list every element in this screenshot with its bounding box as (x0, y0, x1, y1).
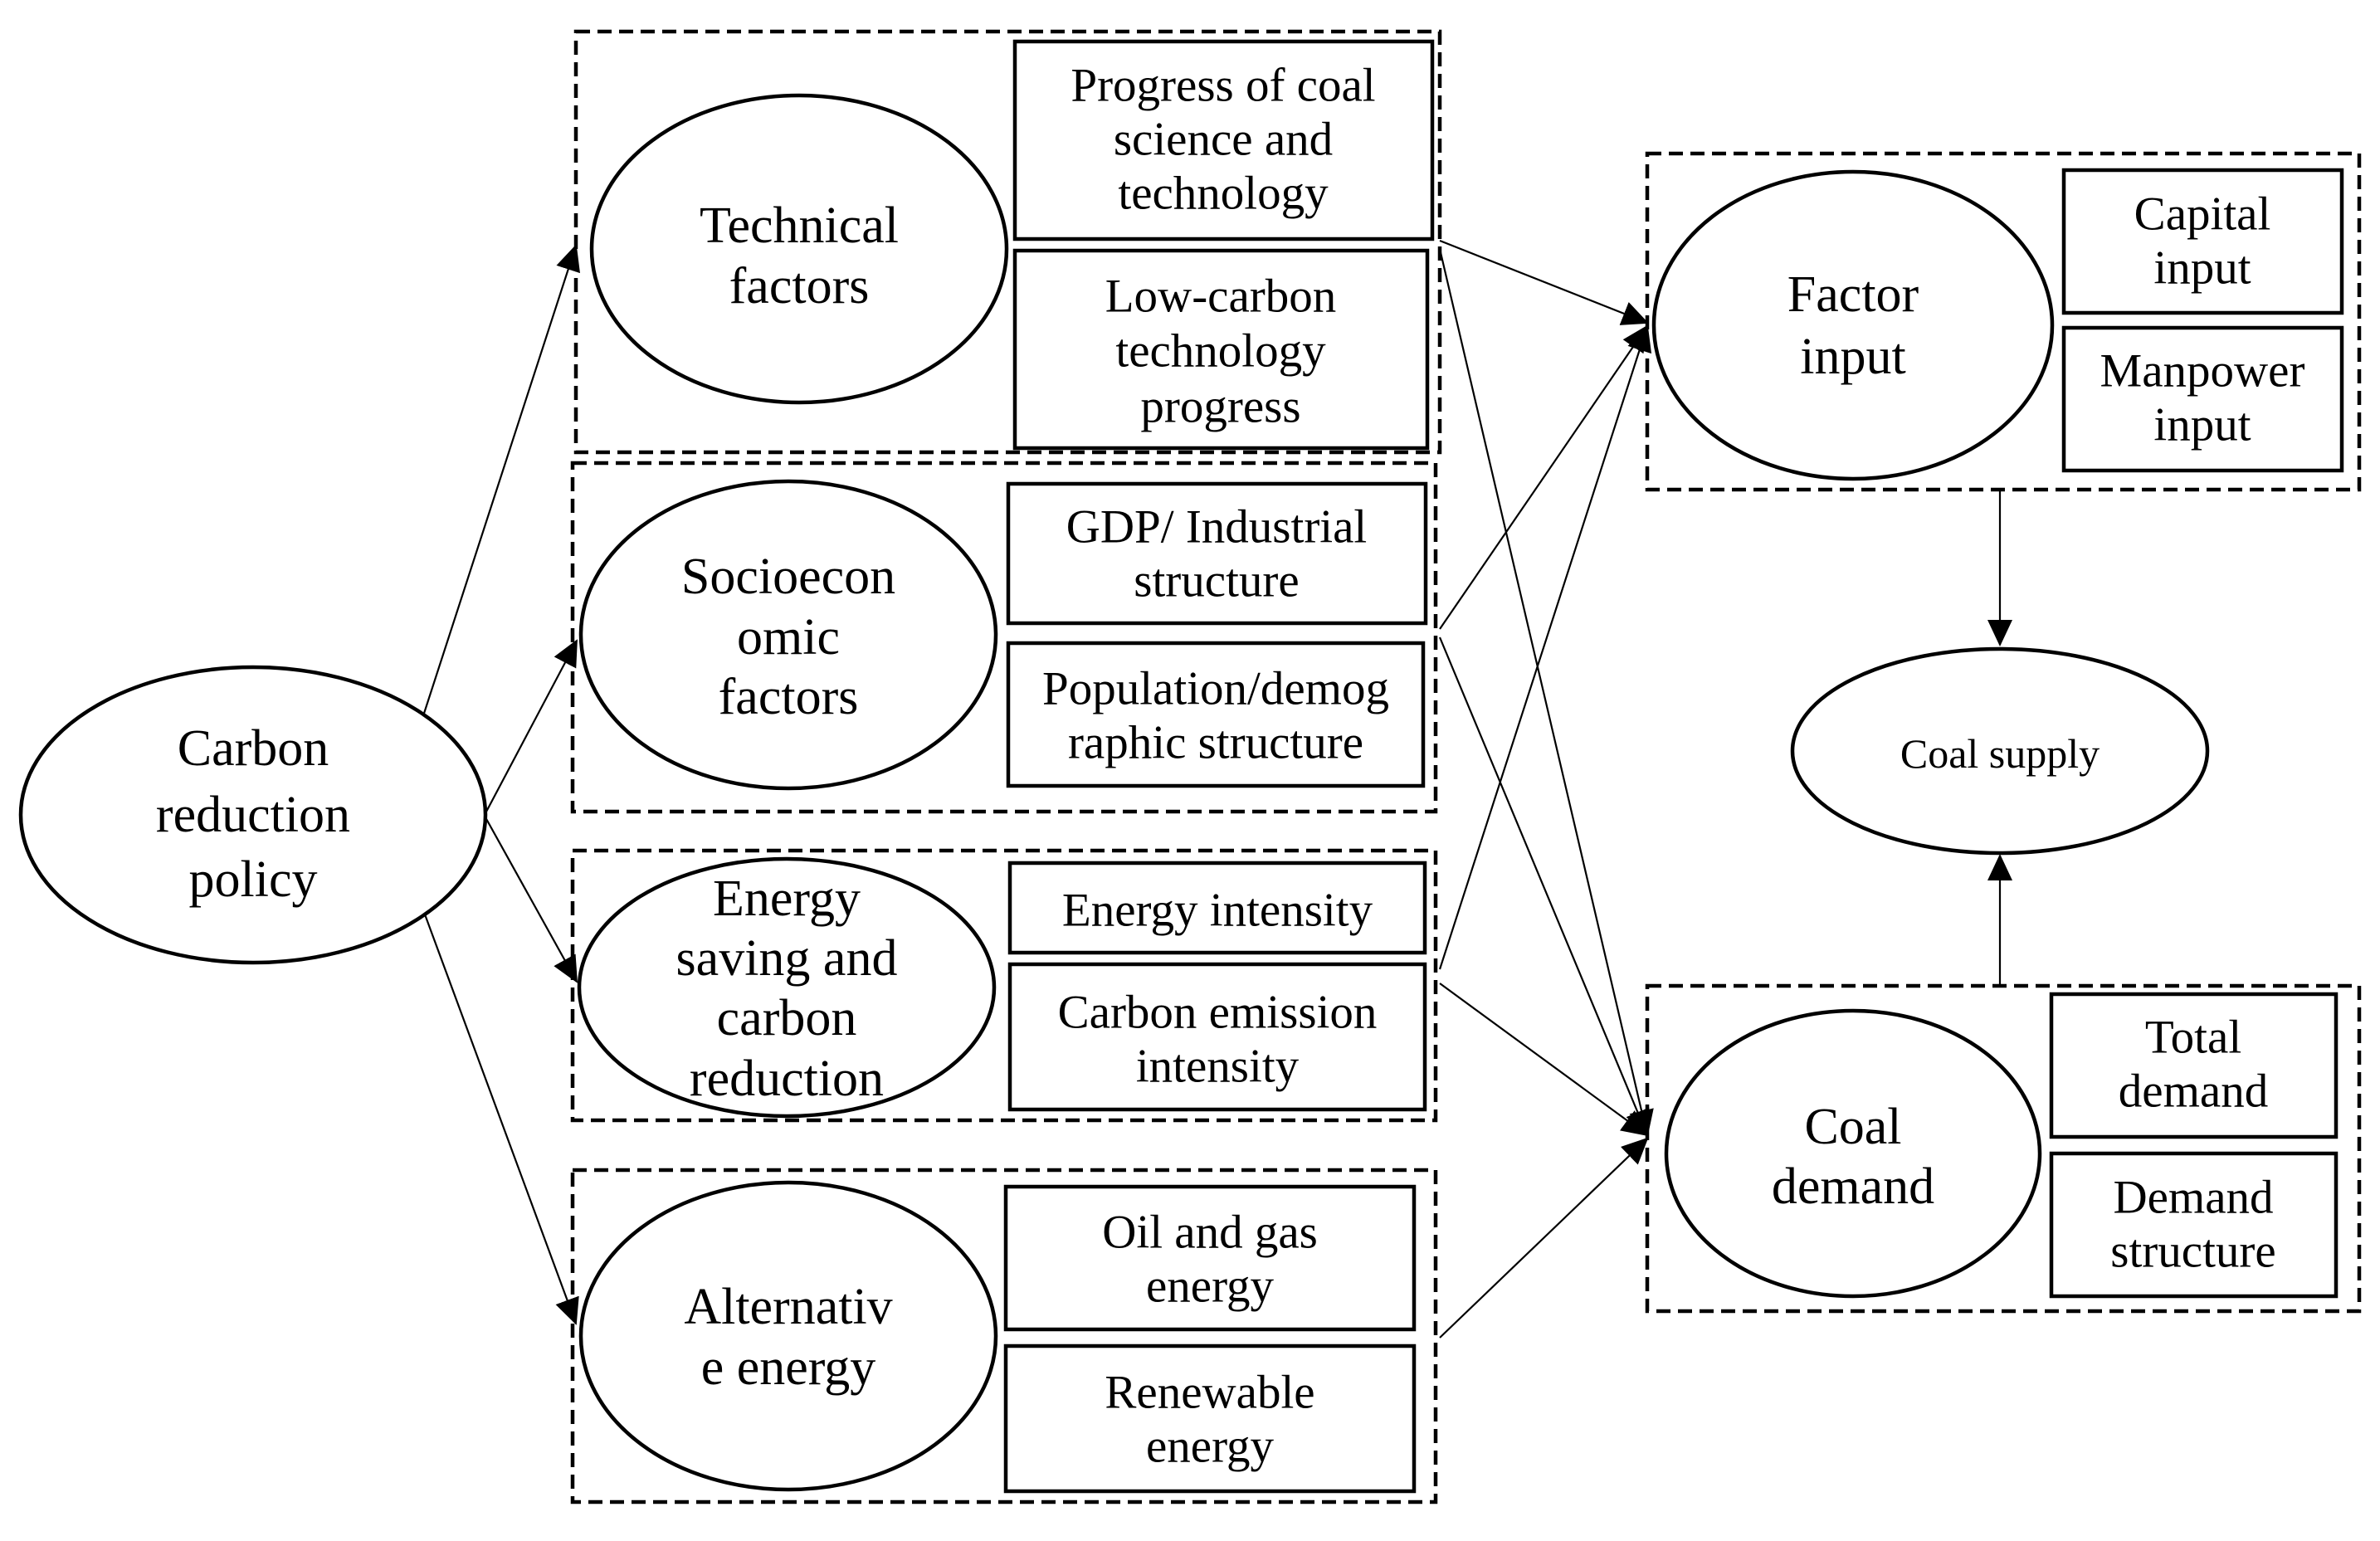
svg-text:Factor: Factor (1787, 266, 1919, 323)
svg-text:Energy intensity: Energy intensity (1062, 885, 1373, 937)
svg-text:Technical: Technical (700, 198, 899, 254)
technical-factors-group: Technical factors Progress of coal scien… (573, 29, 1442, 455)
svg-text:Carbon emission: Carbon emission (1058, 987, 1378, 1039)
edge-technical-to-coal-demand (1438, 248, 1654, 1137)
svg-text:energy: energy (1146, 1421, 1275, 1473)
manpower-input-box: Manpower input (2061, 325, 2344, 473)
coal-demand-node: Coal demand (1664, 1008, 2042, 1299)
energy-saving-node: Energy saving and carbon reduction (577, 856, 997, 1119)
svg-text:input: input (2153, 242, 2251, 295)
svg-text:Total: Total (2145, 1012, 2241, 1064)
svg-text:energy: energy (1146, 1261, 1275, 1313)
factor-input-group: Factor input Capital input Manpower inpu… (1645, 151, 2362, 492)
svg-text:carbon: carbon (717, 990, 857, 1046)
demand-structure-box: Demand structure (2049, 1151, 2339, 1299)
svg-text:reduction: reduction (156, 787, 350, 843)
svg-text:omic: omic (737, 609, 840, 666)
technical-factors-node: Technical factors (589, 93, 1009, 405)
energy-intensity-box: Energy intensity (1007, 861, 1427, 955)
svg-text:Energy: Energy (713, 870, 861, 927)
svg-text:Carbon: Carbon (178, 720, 329, 777)
svg-text:Demand: Demand (2113, 1172, 2273, 1224)
svg-text:demand: demand (2119, 1066, 2268, 1118)
carbon-emission-intensity-box: Carbon emission intensity (1007, 962, 1427, 1112)
svg-text:e energy: e energy (701, 1339, 876, 1396)
energy-saving-group: Energy saving and carbon reduction Energ… (570, 848, 1438, 1123)
svg-text:GDP/ Industrial: GDP/ Industrial (1066, 501, 1368, 553)
oil-gas-energy-box: Oil and gas energy (1003, 1184, 1417, 1332)
total-demand-box: Total demand (2049, 992, 2339, 1139)
socioeconomic-factors-node: Socioecon omic factors (578, 479, 998, 791)
svg-text:Capital: Capital (2134, 188, 2271, 241)
svg-text:Oil and gas: Oil and gas (1102, 1207, 1318, 1259)
connectors (417, 239, 2012, 1339)
svg-text:Progress of coal: Progress of coal (1071, 60, 1375, 112)
svg-text:Socioecon: Socioecon (681, 549, 895, 605)
svg-text:structure: structure (1134, 555, 1299, 607)
edge-technical-to-factor-input (1439, 239, 1649, 325)
svg-text:factors: factors (729, 258, 870, 315)
svg-text:factors: factors (719, 669, 859, 725)
coal-supply-node: Coal supply (1790, 646, 2210, 856)
svg-text:input: input (2153, 399, 2251, 451)
svg-text:input: input (1800, 329, 1905, 385)
svg-text:Manpower: Manpower (2100, 345, 2305, 397)
edge-energy-saving-to-factor-input (1438, 324, 1652, 970)
svg-text:saving and: saving and (676, 930, 898, 987)
svg-text:technology: technology (1115, 325, 1326, 378)
svg-text:policy: policy (189, 851, 318, 908)
svg-text:reduction: reduction (690, 1051, 884, 1107)
coal-science-progress-box: Progress of coal science and technology (1012, 39, 1435, 241)
svg-text:intensity: intensity (1136, 1041, 1300, 1093)
svg-text:progress: progress (1140, 381, 1300, 433)
edge-policy-to-energy-saving (485, 817, 578, 983)
svg-text:Coal supply: Coal supply (1900, 730, 2100, 777)
carbon-reduction-policy-node: Carbon reduction policy (18, 665, 488, 965)
svg-text:demand: demand (1772, 1158, 1934, 1215)
edge-policy-to-technical (417, 244, 581, 729)
low-carbon-technology-box: Low-carbon technology progress (1012, 248, 1430, 451)
svg-text:Renewable: Renewable (1105, 1367, 1314, 1419)
edge-policy-to-socioeconomic (485, 639, 578, 814)
gdp-industrial-structure-box: GDP/ Industrial structure (1006, 481, 1428, 626)
coal-demand-group: Coal demand Total demand Demand structur… (1645, 983, 2362, 1314)
capital-input-box: Capital input (2061, 168, 2344, 315)
edge-policy-to-alternative (417, 898, 579, 1325)
edge-energy-saving-to-coal-demand (1439, 983, 1649, 1137)
svg-text:structure: structure (2110, 1226, 2275, 1278)
population-structure-box: Population/demog raphic structure (1006, 641, 1426, 788)
svg-text:Low-carbon: Low-carbon (1105, 271, 1337, 323)
svg-text:Coal: Coal (1804, 1099, 1901, 1155)
svg-text:technology: technology (1118, 168, 1329, 220)
svg-text:Alternativ: Alternativ (684, 1279, 892, 1335)
svg-text:Population/demog: Population/demog (1042, 663, 1389, 715)
socioeconomic-factors-group: Socioecon omic factors GDP/ Industrial s… (570, 461, 1438, 814)
svg-text:raphic structure: raphic structure (1068, 717, 1363, 769)
renewable-energy-box: Renewable energy (1003, 1343, 1417, 1494)
alternative-energy-node: Alternativ e energy (578, 1180, 998, 1492)
edge-alternative-to-coal-demand (1439, 1137, 1649, 1339)
factor-input-node: Factor input (1651, 169, 2055, 481)
svg-text:science and: science and (1114, 114, 1333, 166)
edge-socioeconomic-to-coal-demand (1438, 636, 1650, 1137)
alternative-energy-group: Alternativ e energy Oil and gas energy R… (570, 1168, 1438, 1504)
edge-socioeconomic-to-factor-input (1439, 324, 1649, 630)
